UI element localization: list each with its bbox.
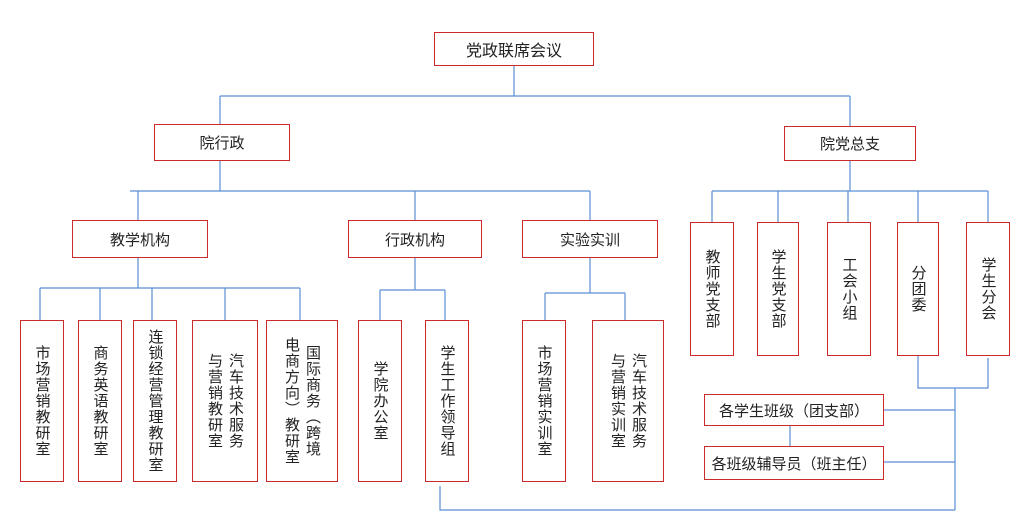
unit-label: 学生工作领导组 xyxy=(438,345,457,457)
box-label: 行政机构 xyxy=(384,230,445,249)
unit-label: 市场营销实训室 xyxy=(535,345,554,457)
administrative-organization-box: 行政机构 xyxy=(348,220,482,258)
unit-label: 分团委 xyxy=(909,265,928,313)
unit-label-line1: 国际商务（跨境 xyxy=(304,345,322,457)
unit-label: 市场营销教研室 xyxy=(33,345,52,457)
box-label: 实验实训 xyxy=(559,230,620,249)
class-counselors-box: 各班级辅导员（班主任） xyxy=(704,446,884,480)
teaching-unit-box: 商务英语教研室 xyxy=(78,320,122,482)
party-unit-box: 分团委 xyxy=(897,222,939,356)
box-label: 各班级辅导员（班主任） xyxy=(711,454,877,473)
unit-label: 商务英语教研室 xyxy=(91,345,110,457)
teaching-unit-box: 市场营销教研室 xyxy=(20,320,64,482)
lab-unit-box: 汽车技术服务 与营销实训室 xyxy=(592,320,664,482)
admin-unit-box: 学生工作领导组 xyxy=(425,320,469,482)
party-unit-box: 工会小组 xyxy=(827,222,871,356)
teaching-unit-box: 国际商务（跨境 电商方向）教研室 xyxy=(266,320,338,482)
box-label: 院党总支 xyxy=(819,135,880,153)
unit-label: 学生分会 xyxy=(979,257,998,321)
box-label: 院行政 xyxy=(199,134,245,152)
party-unit-box: 学生分会 xyxy=(966,222,1010,356)
teaching-unit-box: 连锁经营管理教研室 xyxy=(133,320,177,482)
unit-label-line2: 与营销教研室 xyxy=(206,353,224,449)
unit-label: 连锁经营管理教研室 xyxy=(146,329,165,473)
unit-label-line1: 汽车技术服务 xyxy=(227,353,245,449)
unit-label: 学生党支部 xyxy=(769,249,788,329)
lab-training-box: 实验实训 xyxy=(522,220,658,258)
unit-label: 教师党支部 xyxy=(703,249,722,329)
unit-label-line2: 电商方向）教研室 xyxy=(283,337,301,465)
box-label: 党政联席会议 xyxy=(465,41,562,60)
unit-label-line1: 汽车技术服务 xyxy=(630,353,648,449)
box-label: 各学生班级（团支部） xyxy=(718,401,869,420)
party-unit-box: 学生党支部 xyxy=(757,222,799,356)
unit-label-line2: 与营销实训室 xyxy=(609,353,627,449)
lab-unit-box: 市场营销实训室 xyxy=(522,320,566,482)
teaching-unit-box: 汽车技术服务 与营销教研室 xyxy=(192,320,258,482)
unit-label: 学院办公室 xyxy=(371,361,390,441)
college-administration-box: 院行政 xyxy=(154,124,290,161)
party-general-branch-box: 院党总支 xyxy=(784,126,916,161)
box-label: 教学机构 xyxy=(109,230,170,249)
unit-label: 工会小组 xyxy=(840,257,859,321)
party-unit-box: 教师党支部 xyxy=(690,222,734,356)
teaching-organization-box: 教学机构 xyxy=(72,220,208,258)
student-classes-box: 各学生班级（团支部） xyxy=(704,394,884,426)
admin-unit-box: 学院办公室 xyxy=(358,320,402,482)
party-government-joint-meeting-box: 党政联席会议 xyxy=(434,32,594,66)
